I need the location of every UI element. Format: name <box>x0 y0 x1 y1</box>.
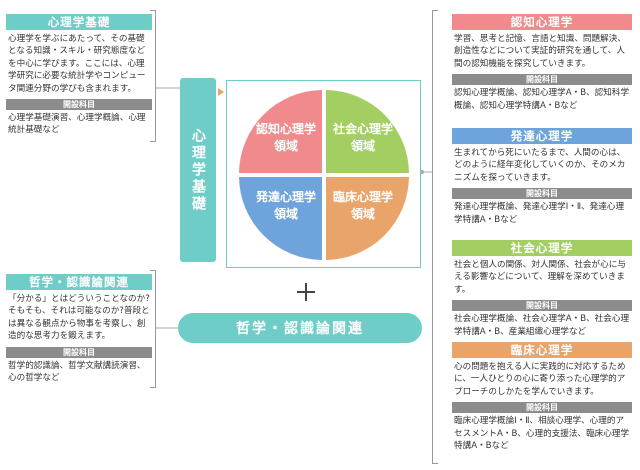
cognitive-desc: 学習、思考と記憶、言語と知識、問題解決、創造性などについて実証的研究を通して、人… <box>454 34 626 69</box>
basics-panel: 心理学基礎 心理学を学ぶにあたって、その基礎となる知識・スキル・研究態度などを中… <box>6 14 152 137</box>
quadrant-social <box>326 90 409 173</box>
cognitive-title: 認知心理学 <box>452 14 632 30</box>
domain-diagram: 認知心理学領域 社会心理学領域 発達心理学領域 臨床心理学領域 <box>226 80 421 268</box>
quadrant-clinical <box>326 177 409 260</box>
philosophy-courses-label: 開設科目 <box>6 346 152 358</box>
basics-vertical-label: 心理学基礎 <box>190 127 206 213</box>
philosophy-panel: 哲学・認識論関連 「分かる」とはどういうことなのか?そもそも、それは可能なのか?… <box>6 274 152 384</box>
quadrant-cognitive <box>239 90 322 173</box>
social-title: 社会心理学 <box>452 240 632 256</box>
social-panel: 社会心理学 社会と個人の関係、対人関係、社会が心に与える影響などについて、理解を… <box>452 240 632 338</box>
philosophy-bar-label: 哲学・認識論関連 <box>236 321 364 337</box>
cognitive-courses-label: 開設科目 <box>452 74 632 86</box>
social-courses: 社会心理学概論、社会心理学A・B、社会心理学特講A・B、産業組織心理学など <box>454 314 630 337</box>
basics-title: 心理学基礎 <box>6 14 152 30</box>
quadrant-social-label: 社会心理学領域 <box>332 122 393 153</box>
basics-vertical-bar: 心理学基礎 <box>180 78 216 262</box>
basics-courses-label: 開設科目 <box>6 99 152 111</box>
basics-desc: 心理学を学ぶにあたって、その基礎となる知識・スキル・研究態度などを中心に学びます… <box>8 34 146 94</box>
clinical-courses-label: 開設科目 <box>452 402 632 414</box>
philosophy-desc: 「分かる」とはどういうことなのか?そもそも、それは可能なのか?普段とは異なる観点… <box>8 294 150 342</box>
cognitive-courses: 認知心理学概論、認知心理学A・B、認知科学概論、認知心理学特講A・Bなど <box>454 88 630 111</box>
quadrant-developmental-label: 発達心理学領域 <box>255 190 316 221</box>
clinical-desc: 心の問題を抱える人に実践的に対応するために、一人ひとりの心に寄り添った心理学的ア… <box>454 362 626 397</box>
developmental-desc: 生まれてから死にいたるまで、人間の心は、どのように経年変化していくのか、そのメカ… <box>454 148 626 183</box>
clinical-title: 臨床心理学 <box>452 342 632 358</box>
developmental-courses-label: 開設科目 <box>452 188 632 200</box>
social-courses-label: 開設科目 <box>452 300 632 312</box>
developmental-courses: 発達心理学概論、発達心理学Ⅰ・Ⅱ、発達心理学特講A・Bなど <box>454 202 625 225</box>
philosophy-title: 哲学・認識論関連 <box>6 274 152 290</box>
social-desc: 社会と個人の関係、対人関係、社会が心に与える影響などについて、理解を深めていきま… <box>454 260 626 295</box>
philosophy-bracket <box>150 270 156 388</box>
clinical-panel: 臨床心理学 心の問題を抱える人に実践的に対応するために、一人ひとりの心に寄り添っ… <box>452 342 632 452</box>
basics-bracket <box>150 10 156 142</box>
philosophy-bar: 哲学・認識論関連 <box>178 313 422 343</box>
quadrant-clinical-label: 臨床心理学領域 <box>332 190 393 221</box>
domain-circle: 認知心理学領域 社会心理学領域 発達心理学領域 臨床心理学領域 <box>239 90 409 260</box>
basics-courses: 心理学基礎演習、心理学概論、心理統計基礎など <box>8 113 146 136</box>
developmental-panel: 発達心理学 生まれてから死にいたるまで、人間の心は、どのように経年変化していくの… <box>452 128 632 226</box>
right-bracket <box>432 10 438 464</box>
cognitive-panel: 認知心理学 学習、思考と記憶、言語と知識、問題解決、創造性などについて実証的研究… <box>452 14 632 112</box>
clinical-courses: 臨床心理学概論Ⅰ・Ⅱ、相談心理学、心理的アセスメントA・B、心理的支援法、臨床心… <box>454 416 630 452</box>
quadrant-cognitive-label: 認知心理学領域 <box>255 122 316 153</box>
philosophy-courses: 哲学的認識論、哲学文献講読演習、心の哲学など <box>8 360 146 384</box>
quadrant-developmental <box>239 177 322 260</box>
developmental-title: 発達心理学 <box>452 128 632 144</box>
plus-icon <box>297 283 315 301</box>
